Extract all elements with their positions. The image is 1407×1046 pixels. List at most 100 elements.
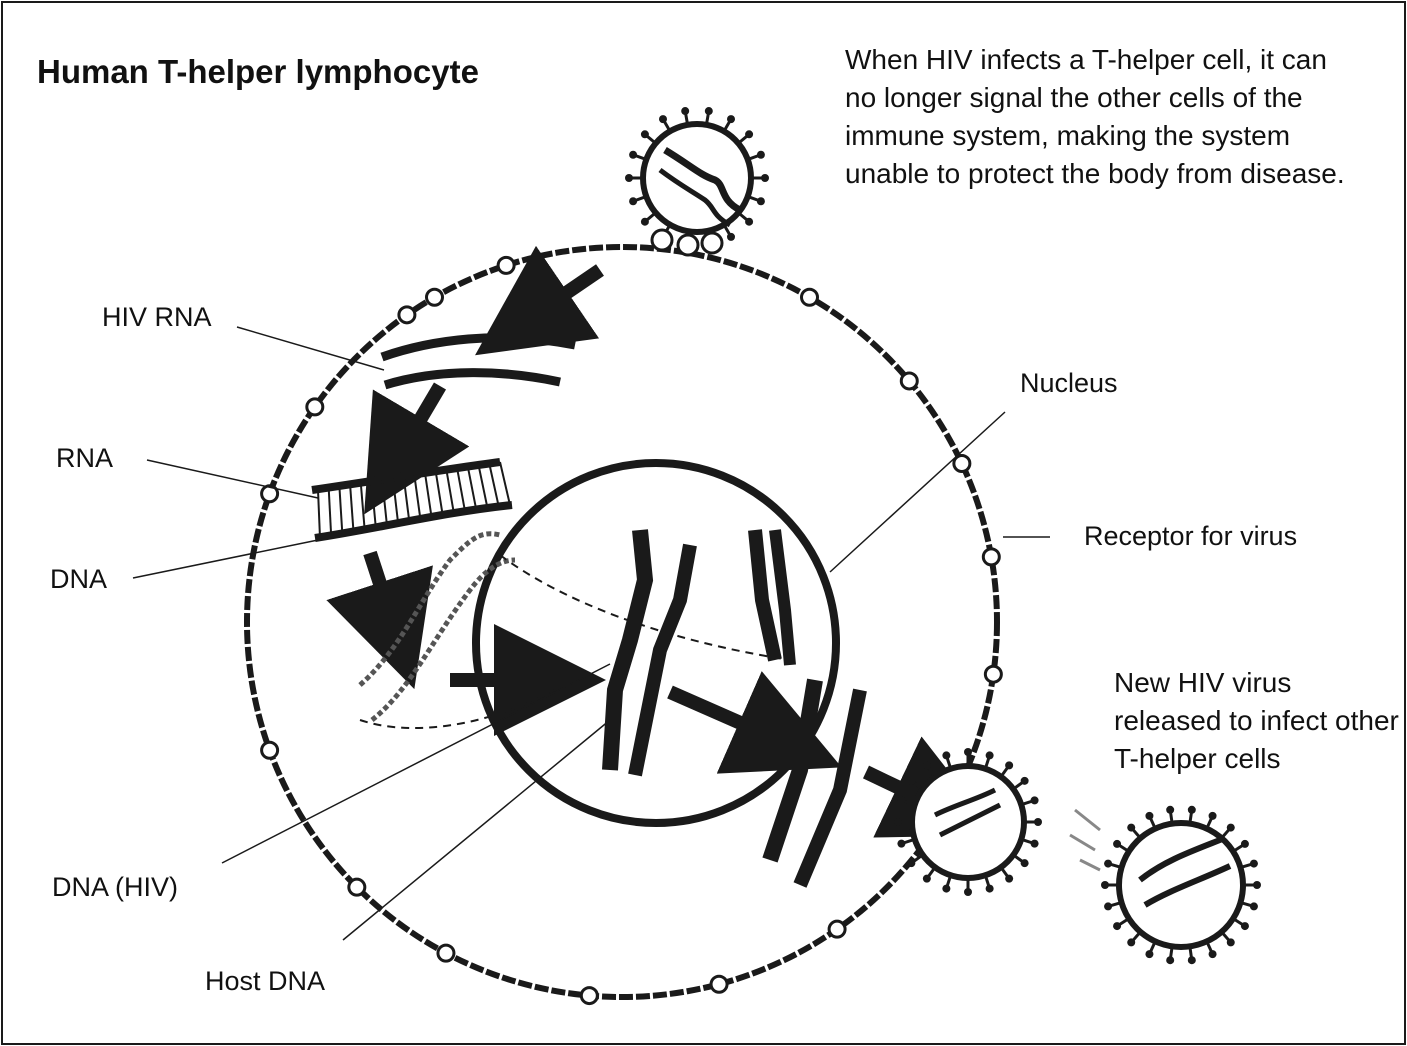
virus-spike-tip (1166, 806, 1174, 814)
ladder-rung (361, 483, 365, 530)
receptor-knob (985, 666, 1001, 682)
virus-spike-tip (942, 885, 950, 893)
ladder-rung (414, 475, 420, 520)
virus-spike-tip (761, 174, 769, 182)
diagram-title: Human T-helper lymphocyte (37, 53, 479, 91)
receptor-knob (262, 742, 278, 758)
virus-spike-tip (1104, 902, 1112, 910)
virus-spike-tip (1113, 840, 1121, 848)
receptor-knob (399, 307, 415, 323)
virus-spike-tip (907, 777, 915, 785)
receptor-knob (711, 976, 727, 992)
virus-spike-tip (659, 115, 667, 123)
virus-spike-tip (986, 751, 994, 759)
arrow-entry (556, 270, 600, 300)
dna-strand (360, 534, 790, 728)
receptor-knob (983, 549, 999, 565)
virus-spike-tip (907, 859, 915, 867)
virus-spike-tip (942, 751, 950, 759)
ladder-rung (393, 478, 398, 524)
label-new-virus: New HIV virus released to infect other T… (1114, 664, 1404, 778)
virus-spike-tip (1113, 922, 1121, 930)
virus-spike-tip (1166, 956, 1174, 964)
ladder-rung (382, 480, 387, 526)
leader-lines (133, 327, 1050, 940)
virus-spike-tip (1250, 902, 1258, 910)
virus-spike-tip (964, 748, 972, 756)
receptor-knob (427, 289, 443, 305)
virus-spike-tip (986, 885, 994, 893)
virus-spike-tip (1101, 881, 1109, 889)
virus-spike-tip (1241, 840, 1249, 848)
hiv-rna-strands (382, 338, 575, 385)
ladder-rung (339, 487, 342, 534)
virus-anchor (652, 230, 672, 250)
virus-anchor (702, 233, 722, 253)
ladder-rung (500, 462, 510, 505)
label-host-dna: Host DNA (205, 966, 325, 996)
receptor-knob (901, 373, 917, 389)
new-hiv-strands (770, 680, 860, 885)
ladder-rung (457, 469, 465, 513)
virus-spike-tip (1145, 950, 1153, 958)
virus-spike-tip (629, 151, 637, 159)
arrow-reverse-transcription (414, 386, 440, 430)
receptor-knob (954, 456, 970, 472)
virus-spike-tip (1250, 860, 1258, 868)
label-hiv-rna: HIV RNA (102, 302, 212, 332)
virus-spike-tip (1188, 956, 1196, 964)
virus-spike-tip (964, 888, 972, 896)
label-nucleus: Nucleus (1020, 368, 1118, 398)
receptor-knob (307, 399, 323, 415)
virus-spike-tip (897, 840, 905, 848)
virus-spike-tip (923, 761, 931, 769)
receptor-knob (802, 289, 818, 305)
receptor-knob (829, 921, 845, 937)
virus-spike-tip (1188, 806, 1196, 814)
receptor-knob (498, 257, 514, 273)
rna-dna-ladder (312, 462, 512, 538)
virus-spike-tip (1127, 824, 1135, 832)
virus-spike-tip (1031, 796, 1039, 804)
virus-spike-tip (1227, 824, 1235, 832)
ladder-rung (329, 488, 331, 536)
virus-spike-tip (1021, 859, 1029, 867)
virus-spike-tip (1021, 777, 1029, 785)
virus-spike-tip (1209, 812, 1217, 820)
diagram-caption: When HIV infects a T-helper cell, it can… (845, 41, 1365, 193)
virus-spike-tip (727, 233, 735, 241)
virus-spike-tip (705, 107, 713, 115)
virus-spike-tip (1005, 875, 1013, 883)
virus-spike-tip (894, 818, 902, 826)
virus-spike-tip (681, 107, 689, 115)
label-dna: DNA (50, 564, 107, 594)
label-rna: RNA (56, 443, 113, 473)
released-virus (1070, 806, 1261, 964)
host-chromosomes (610, 530, 790, 775)
virus-spike-tip (897, 796, 905, 804)
virus-spike-tip (1209, 950, 1217, 958)
motion-lines (1070, 810, 1100, 870)
virus-spike-tip (1034, 818, 1042, 826)
ladder-rung (425, 474, 432, 519)
virus-spike-tip (641, 130, 649, 138)
virus-spike-tip (757, 197, 765, 205)
virus-spike-tip (1241, 922, 1249, 930)
ladder-rung (318, 490, 320, 538)
label-receptor: Receptor for virus (1084, 521, 1297, 551)
virus-anchor (678, 235, 698, 255)
label-dna-hiv: DNA (HIV) (52, 872, 178, 902)
virus-spike-tip (1145, 812, 1153, 820)
ladder-rung (404, 477, 410, 523)
virus-spike-tip (1127, 938, 1135, 946)
ladder-rung (479, 465, 488, 509)
virus-spike-tip (629, 197, 637, 205)
virus-spike-tip (1227, 938, 1235, 946)
virus-spike-tip (745, 130, 753, 138)
virus-spike-tip (923, 875, 931, 883)
receptor-knob (349, 879, 365, 895)
virus-spike-tip (625, 174, 633, 182)
virus-spike-tip (641, 218, 649, 226)
ladder-rung (372, 482, 376, 529)
